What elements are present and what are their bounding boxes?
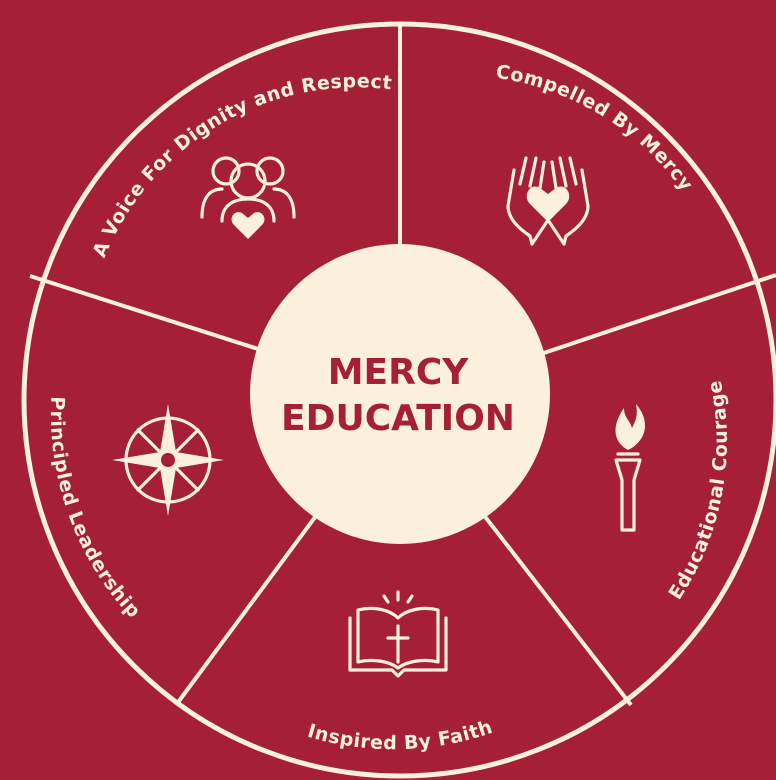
divider-bottom-left <box>174 503 326 707</box>
divider-left <box>29 274 278 357</box>
center-title-line1: MERCY <box>328 352 470 393</box>
compass-rose-icon <box>112 404 224 516</box>
people-heart-icon <box>200 156 296 239</box>
torch-icon <box>614 404 646 532</box>
center-circle <box>250 244 550 544</box>
segment-dividers <box>29 24 776 707</box>
divider-right <box>522 273 776 362</box>
segment-label-leadership: Principled Leadership <box>46 396 145 623</box>
segment-label-faith: Inspired By Faith <box>305 716 495 754</box>
open-bible-cross-icon <box>348 590 448 678</box>
hands-heart-icon <box>506 156 590 246</box>
center-title-line2: EDUCATION <box>281 398 515 439</box>
segment-label-courage: Educational Courage <box>664 378 731 603</box>
divider-bottom-right <box>474 503 633 707</box>
